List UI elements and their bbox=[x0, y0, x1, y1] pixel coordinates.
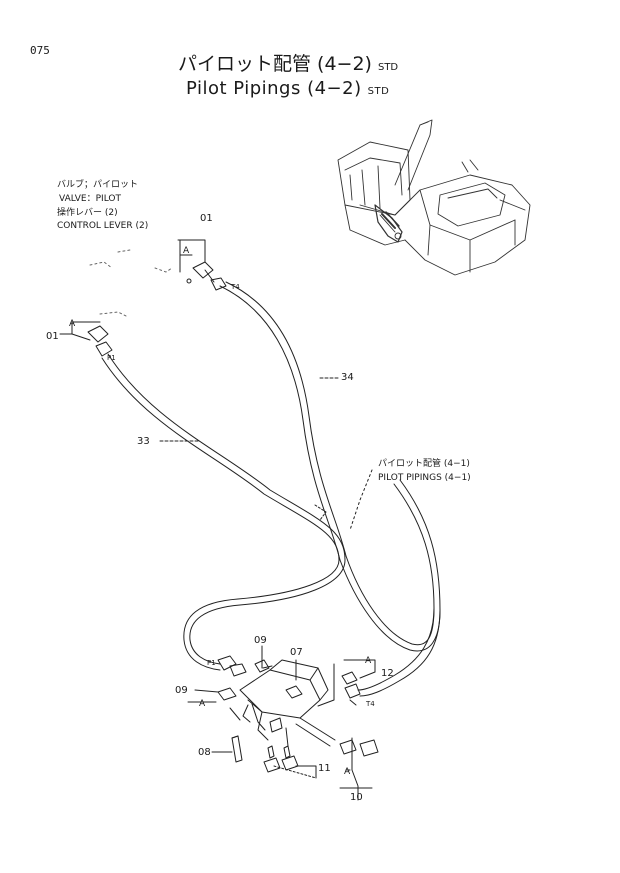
pilot-ref-label-en: PILOT PIPINGS (4−1) bbox=[378, 473, 471, 483]
part-number-01-upper: 01 bbox=[200, 213, 213, 224]
port-mark-p1-upper: P1 bbox=[107, 354, 116, 362]
title-english: Pilot Pipings (4−2) STD bbox=[186, 80, 389, 98]
part-number-10: 10 bbox=[350, 792, 363, 803]
fittings-09 bbox=[194, 645, 273, 701]
valve-label-jp: バルブ；パイロット bbox=[57, 180, 139, 190]
parts-11 bbox=[263, 727, 317, 779]
pilot-valve-upper bbox=[89, 249, 173, 317]
part-number-33: 33 bbox=[137, 436, 150, 447]
port-mark-a-lower-left: A bbox=[199, 699, 206, 709]
std-tag-en: STD bbox=[367, 86, 390, 97]
excavator-sketch bbox=[337, 119, 531, 276]
lever-label-jp: 操作レバー (2) bbox=[57, 208, 118, 218]
leader-pilot-ref bbox=[349, 469, 373, 531]
port-mark-a-bottom: A bbox=[344, 767, 351, 777]
part-number-09-upper: 09 bbox=[254, 635, 267, 646]
std-tag-jp: STD bbox=[377, 62, 399, 73]
title-english-text: Pilot Pipings (4−2) bbox=[186, 78, 362, 99]
port-mark-p1-lower: P1 bbox=[207, 659, 216, 667]
valve-label-en: VALVE：PILOT bbox=[59, 194, 121, 204]
hose-34 bbox=[219, 281, 441, 652]
leader-01-left bbox=[59, 321, 101, 335]
upper-fittings bbox=[87, 261, 227, 357]
page-number: 075 bbox=[30, 44, 50, 57]
lever-label-en: CONTROL LEVER (2) bbox=[57, 221, 149, 231]
part-number-34: 34 bbox=[341, 372, 354, 383]
title-japanese-text: パイロット配管 (4−2) bbox=[178, 53, 372, 75]
leader-01-upper bbox=[177, 239, 206, 263]
leader-a-right bbox=[343, 659, 376, 673]
port-mark-t4-lower: T4 bbox=[366, 700, 375, 708]
port-mark-a-upper: A bbox=[183, 246, 190, 256]
bracket-07-right bbox=[317, 663, 335, 707]
fitting-12 bbox=[341, 671, 361, 706]
pilot-ref-label-jp: パイロット配管 (4−1) bbox=[378, 459, 470, 469]
hose-33 bbox=[101, 353, 346, 671]
part-08-bolt bbox=[211, 735, 243, 763]
part-number-01-left: 01 bbox=[46, 331, 59, 342]
part-number-08: 08 bbox=[198, 747, 211, 758]
port-mark-a-right: A bbox=[365, 656, 372, 666]
pipe-to-10 bbox=[295, 717, 379, 801]
part-number-07: 07 bbox=[290, 647, 303, 658]
fitting-p1-lower bbox=[217, 655, 247, 677]
part-number-12: 12 bbox=[381, 668, 394, 679]
valve-block-07 bbox=[239, 659, 329, 741]
part-number-09-left: 09 bbox=[175, 685, 188, 696]
title-japanese: パイロット配管 (4−2) STD bbox=[178, 55, 398, 74]
part-number-11: 11 bbox=[318, 763, 331, 774]
hose-to-12 bbox=[357, 607, 441, 697]
